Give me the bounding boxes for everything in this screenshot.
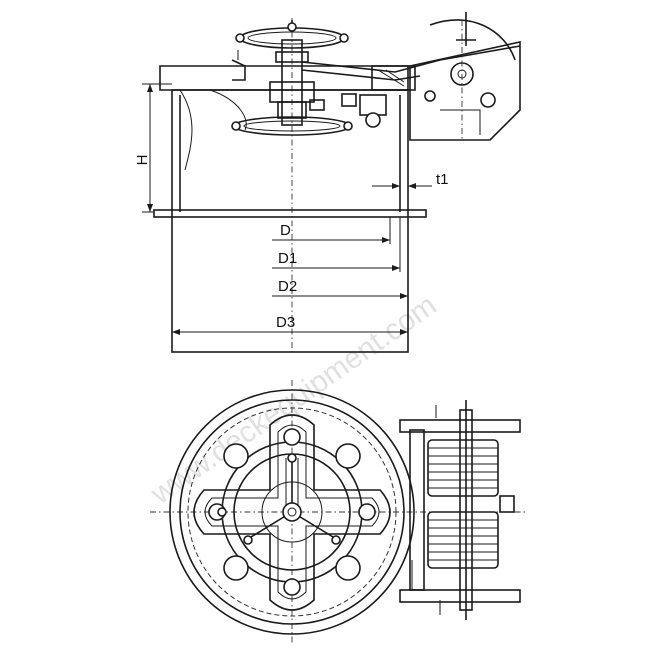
dim-d3: D3 bbox=[172, 314, 408, 335]
spring-upper bbox=[427, 439, 499, 497]
base-flange bbox=[153, 209, 427, 218]
label-d: D bbox=[280, 222, 291, 239]
label-t1: t1 bbox=[436, 171, 449, 188]
dim-t1: t1 bbox=[372, 171, 449, 189]
hinge-spring-assembly bbox=[399, 400, 521, 620]
spring-lower bbox=[427, 511, 499, 569]
dim-h: H bbox=[134, 83, 172, 213]
label-d3: D3 bbox=[276, 314, 295, 331]
top-cover bbox=[159, 65, 416, 91]
dim-d2: D2 bbox=[272, 278, 408, 299]
dim-d: D bbox=[272, 217, 391, 244]
label-h: H bbox=[134, 155, 151, 166]
dim-d1: D1 bbox=[272, 217, 401, 272]
upper-handwheel bbox=[235, 20, 349, 49]
label-d1: D1 bbox=[278, 250, 297, 267]
latch-mechanism bbox=[409, 12, 521, 141]
spider-arms bbox=[243, 453, 341, 545]
lower-handwheel bbox=[231, 116, 353, 136]
plan-view bbox=[150, 380, 525, 645]
side-elevation-view: H t1 D D1 D2 bbox=[134, 12, 521, 353]
cylinder-body bbox=[171, 89, 409, 353]
outer-ring bbox=[169, 389, 415, 635]
linkage-arm bbox=[301, 45, 521, 73]
label-d2: D2 bbox=[278, 278, 297, 295]
